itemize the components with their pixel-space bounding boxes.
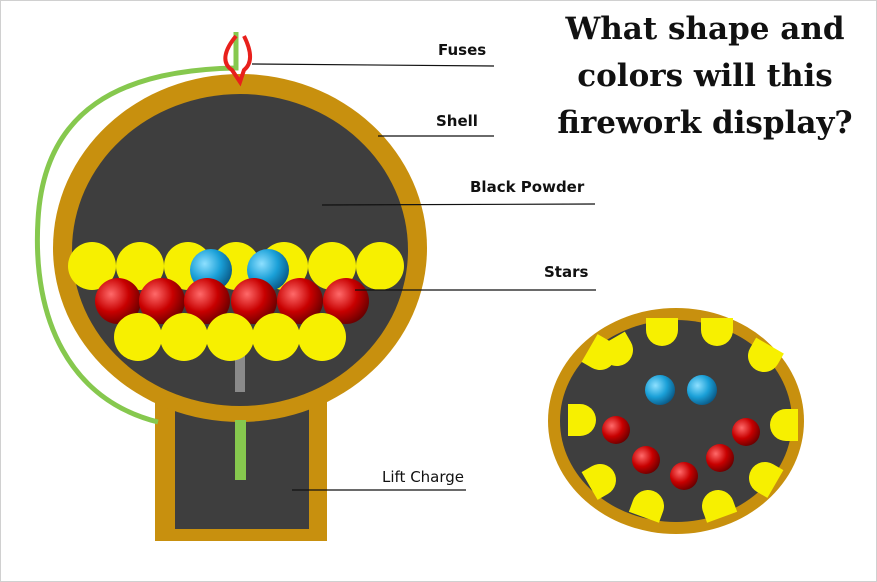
red-star	[184, 278, 230, 324]
yellow-star	[748, 337, 784, 372]
red-star	[602, 416, 630, 444]
fuse-knot-red	[223, 34, 252, 87]
yellow-star	[68, 242, 116, 290]
leader-fuses	[251, 63, 495, 67]
yellow-star	[160, 313, 208, 361]
blue-star	[645, 375, 675, 405]
label-lift-charge: Lift Charge	[382, 468, 465, 486]
yellow-star	[749, 462, 784, 498]
lift-fuse-segment	[235, 420, 246, 480]
red-star	[231, 278, 277, 324]
red-star	[706, 444, 734, 472]
label-fuses: Fuses	[438, 41, 487, 59]
yellow-star	[252, 313, 300, 361]
label-black-powder: Black Powder	[470, 178, 585, 196]
yellow-star	[581, 334, 616, 370]
yellow-star	[581, 464, 616, 500]
label-stars: Stars	[544, 263, 589, 281]
stars-cluster	[68, 242, 404, 361]
red-star	[670, 462, 698, 490]
yellow-star	[770, 409, 798, 441]
question-title: What shape and colors will this firework…	[557, 11, 853, 141]
leader-black-powder	[321, 203, 596, 206]
yellow-star	[308, 242, 356, 290]
red-star	[632, 446, 660, 474]
red-star	[139, 278, 185, 324]
yellow-star	[206, 313, 254, 361]
yellow-star	[356, 242, 404, 290]
yellow-star	[568, 404, 596, 436]
red-star	[95, 278, 141, 324]
yellow-star	[114, 313, 162, 361]
yellow-star	[298, 313, 346, 361]
yellow-star	[702, 490, 738, 523]
shell-top-view	[548, 308, 804, 534]
top-view-powder	[560, 320, 792, 522]
red-star	[277, 278, 323, 324]
yellow-star	[701, 318, 733, 346]
label-shell: Shell	[436, 112, 478, 130]
yellow-star	[646, 318, 678, 346]
shell-cross-section	[34, 32, 427, 541]
yellow-star	[628, 490, 664, 523]
top-view-stars	[568, 318, 798, 523]
yellow-star	[116, 242, 164, 290]
blue-star	[687, 375, 717, 405]
inner-time-fuse	[235, 345, 245, 392]
external-green-fuse	[34, 32, 239, 425]
red-star	[732, 418, 760, 446]
